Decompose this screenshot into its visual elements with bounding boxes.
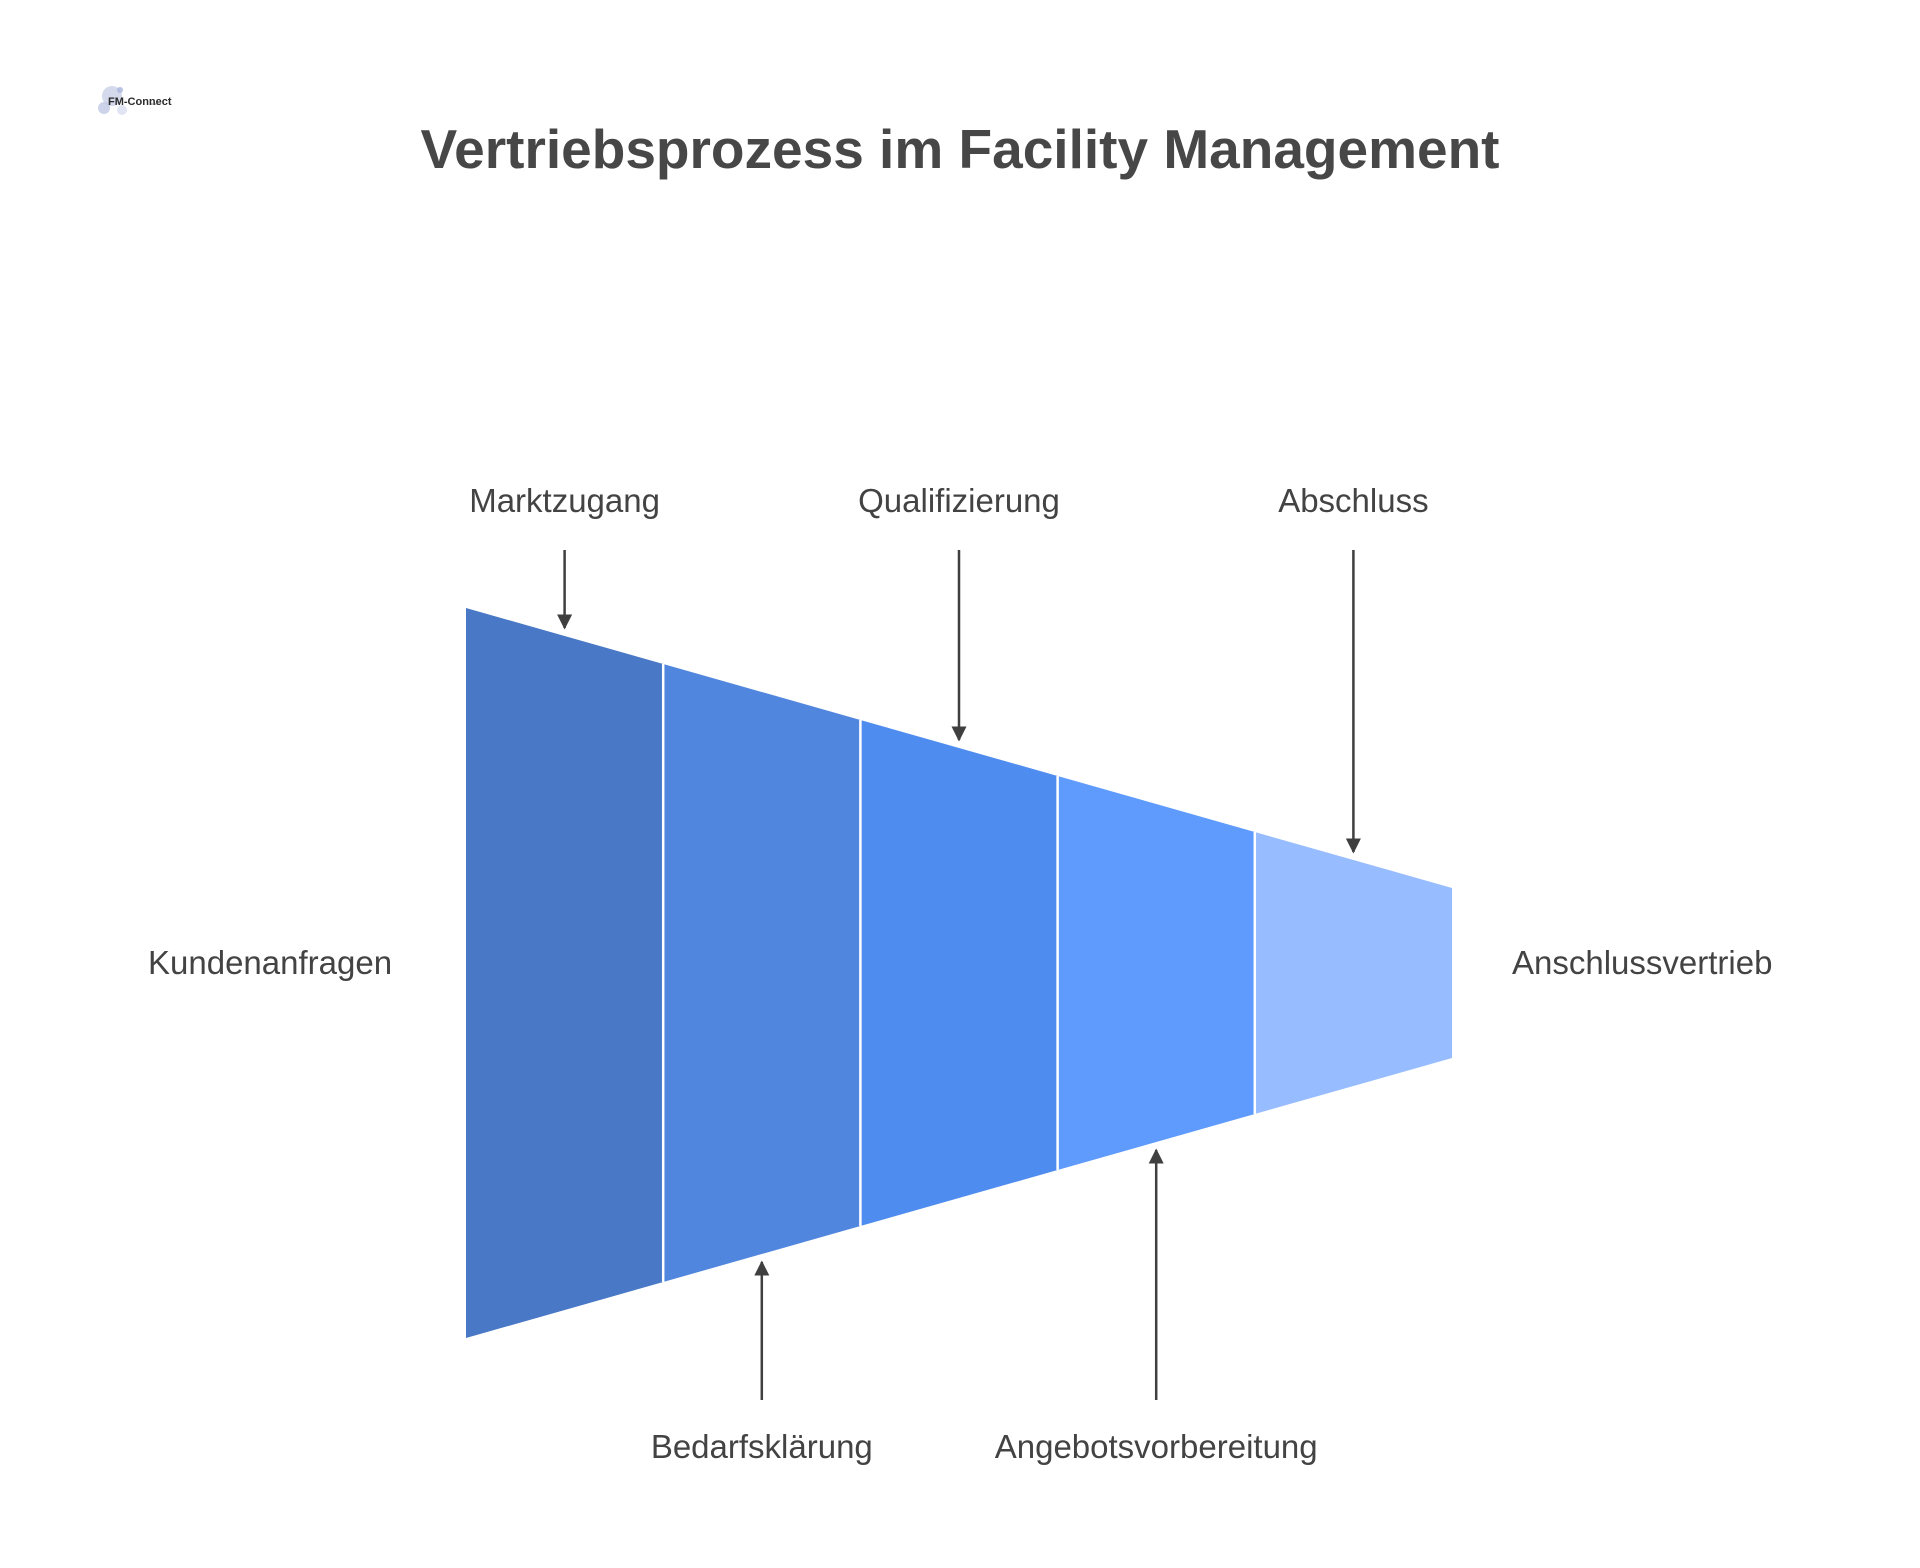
funnel-segment-4 bbox=[1057, 776, 1255, 1170]
funnel-dividers bbox=[661, 664, 1257, 1282]
funnel-output-label: Anschlussvertrieb bbox=[1512, 944, 1772, 981]
stage-label-5: Abschluss bbox=[1278, 482, 1428, 519]
funnel-segment-5 bbox=[1254, 832, 1452, 1114]
stage-label-1: Marktzugang bbox=[469, 482, 660, 519]
stage-label-3: Qualifizierung bbox=[858, 482, 1060, 519]
brand-logo: FM-Connect .com bbox=[98, 86, 172, 115]
funnel-segment-2 bbox=[663, 664, 861, 1282]
page-title: Vertriebsprozess im Facility Management bbox=[421, 118, 1500, 180]
stage-label-2: Bedarfsklärung bbox=[651, 1428, 873, 1465]
funnel-input-label: Kundenanfragen bbox=[148, 944, 392, 981]
funnel-segment-3 bbox=[860, 720, 1058, 1226]
funnel-callouts: MarktzugangBedarfsklärungQualifizierungA… bbox=[469, 482, 1428, 1465]
funnel bbox=[466, 608, 1452, 1338]
stage-label-4: Angebotsvorbereitung bbox=[995, 1428, 1318, 1465]
funnel-segment-1 bbox=[466, 608, 664, 1338]
splash-icon bbox=[98, 86, 127, 115]
logo-suffix-text: .com bbox=[150, 101, 159, 106]
logo-brand-text: FM-Connect bbox=[108, 96, 172, 108]
